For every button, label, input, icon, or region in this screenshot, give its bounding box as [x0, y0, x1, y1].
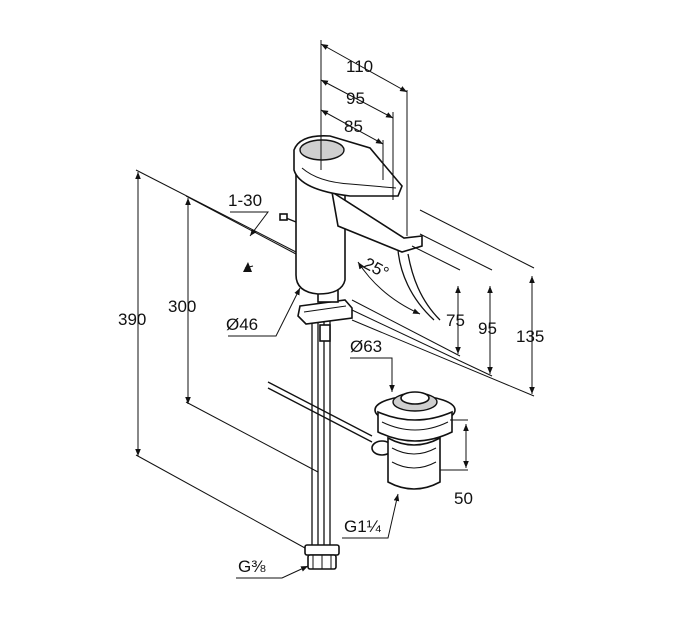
dimension-lines	[135, 40, 535, 579]
label-diameter-63: Ø63	[350, 337, 382, 356]
label-110: 110	[346, 57, 373, 76]
leader-diameter-46	[228, 287, 301, 337]
label-75: 75	[446, 311, 465, 330]
label-95-top: 95	[346, 89, 365, 108]
leader-thread-supply	[236, 565, 309, 579]
label-95-right: 95	[478, 319, 497, 338]
pop-up-rod	[267, 381, 373, 437]
label-300: 300	[168, 297, 196, 316]
mounting-bracket	[297, 299, 353, 325]
label-1-30: 1-30	[228, 191, 262, 210]
dimension-labels: 110 95 85 1-30 390 300 Ø46 25° 75 95 135…	[118, 57, 544, 576]
angle-arc-25	[357, 261, 421, 315]
hose-fitting	[304, 544, 340, 556]
leader-1-30	[230, 211, 269, 237]
pop-up-waste	[371, 391, 456, 490]
label-135: 135	[516, 327, 544, 346]
dim-line-85	[320, 109, 384, 145]
water-stream	[397, 249, 435, 321]
waste-body	[387, 436, 441, 490]
leader-diameter-63	[350, 357, 395, 392]
label-85: 85	[344, 117, 363, 136]
label-diameter-46: Ø46	[226, 315, 258, 334]
label-50: 50	[454, 489, 473, 508]
leader-thread-waste	[342, 493, 400, 539]
label-390: 390	[118, 310, 146, 329]
label-angle-25: 25°	[360, 254, 392, 283]
label-thread-supply: G⅜	[238, 557, 266, 576]
label-thread-waste: G1¼	[344, 517, 382, 536]
